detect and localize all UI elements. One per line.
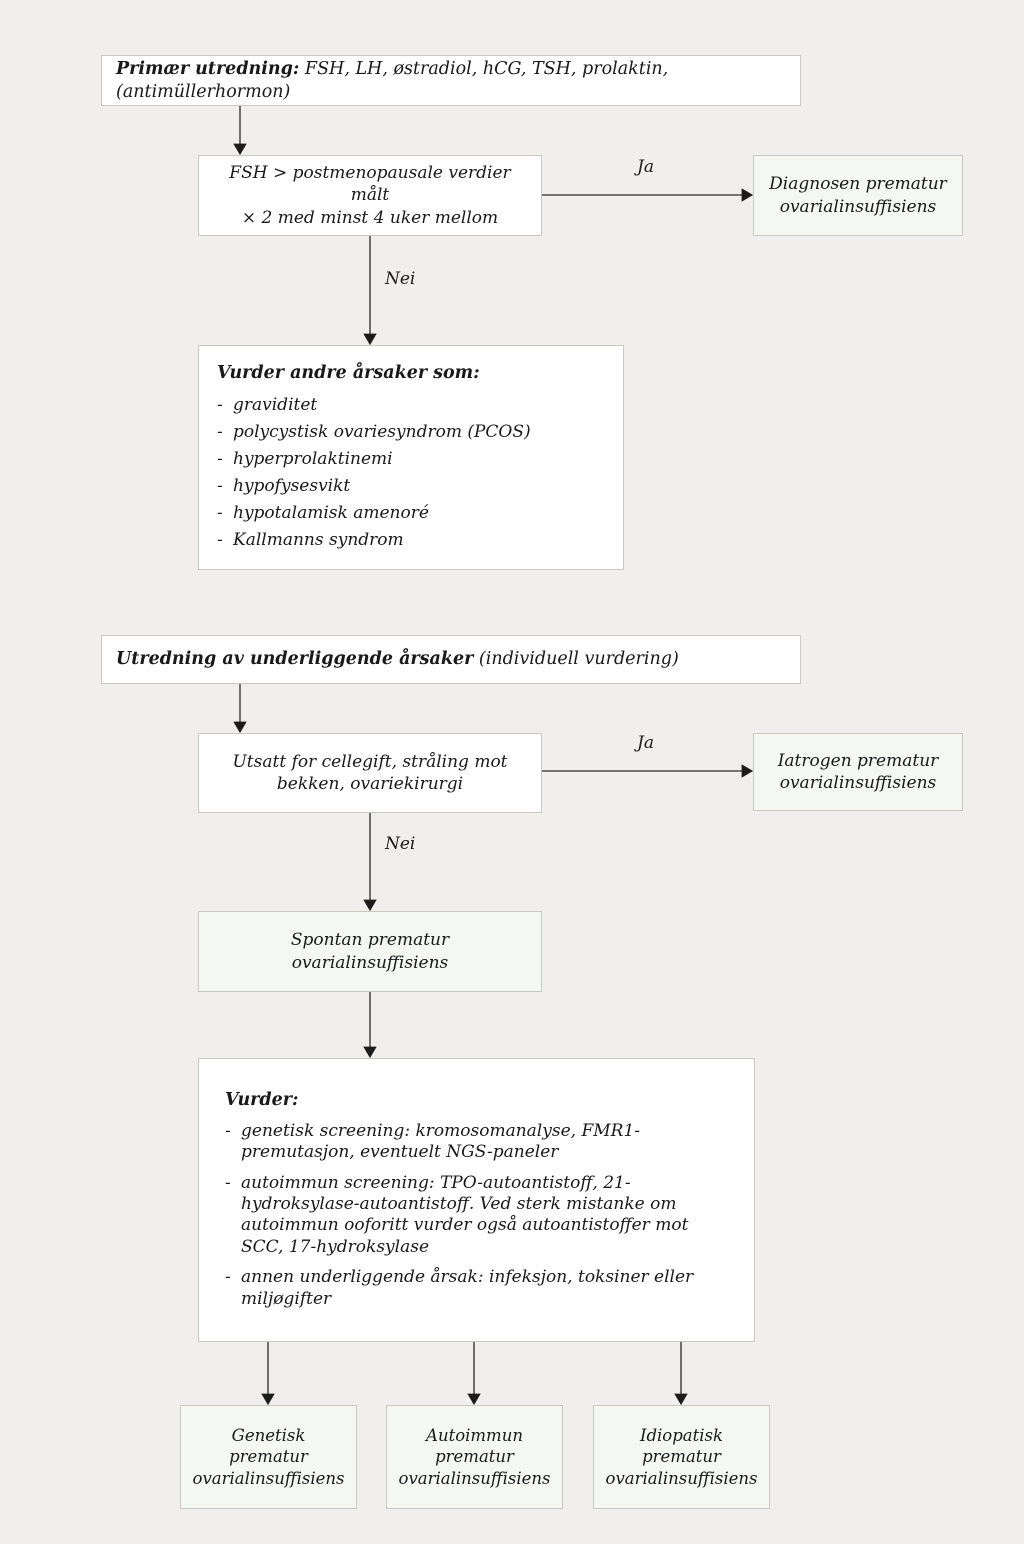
list-item: -hyperprolaktinemi: [217, 448, 605, 470]
outcome-genetic-line3: ovarialinsuffisiens: [192, 1468, 345, 1488]
list-item-label: autoimmun screening: TPO-autoantistoff, …: [241, 1172, 689, 1257]
bullet-dash: -: [225, 1172, 231, 1193]
section2-decision-line2: bekken, ovariekirurgi: [276, 774, 464, 794]
bullet-dash: -: [217, 394, 223, 415]
section1-header-text: Primær utredning: FSH, LH, østradiol, hC…: [116, 58, 786, 104]
list-item: -hypotalamisk amenoré: [217, 502, 605, 524]
section1-outcome-diagnosis-box: Diagnosen prematur ovarialinsuffisiens: [753, 155, 963, 236]
section1-no-label: Nei: [385, 269, 416, 289]
consider-list: -genetisk screening: kromosomanalyse, FM…: [225, 1121, 732, 1319]
section2-no-label: Nei: [385, 834, 416, 854]
bullet-dash: -: [217, 421, 223, 442]
section1-header-box: Primær utredning: FSH, LH, østradiol, hC…: [101, 55, 801, 106]
section2-consider-box: Vurder: -genetisk screening: kromosomana…: [198, 1058, 755, 1342]
section2-header-box: Utredning av underliggende årsaker (indi…: [101, 635, 801, 684]
other-causes-list: -graviditet -polycystisk ovariesyndrom (…: [217, 394, 605, 557]
section1-other-causes-box: Vurder andre årsaker som: -graviditet -p…: [198, 345, 624, 570]
outcome-idiopathic-box: Idiopatisk prematur ovarialinsuffisiens: [593, 1405, 770, 1509]
outcome-genetic-line2: prematur: [229, 1447, 308, 1467]
other-causes-title: Vurder andre årsaker som:: [217, 363, 480, 383]
list-item: -Kallmanns syndrom: [217, 529, 605, 551]
section2-header-rest: (individuell vurdering): [473, 649, 679, 670]
section1-decision-box: FSH > postmenopausale verdier målt × 2 m…: [198, 155, 542, 236]
section2-outcome-line1: Iatrogen prematur: [777, 750, 939, 771]
list-item-label: annen underliggende årsak: infeksjon, to…: [241, 1267, 694, 1309]
outcome-autoimmune-line1: Autoimmun: [426, 1425, 523, 1445]
consider-title: Vurder:: [225, 1090, 299, 1110]
spontaneous-label: Spontan prematur ovarialinsuffisiens: [290, 930, 450, 973]
outcome-idiopathic-line1: Idiopatisk: [639, 1425, 724, 1445]
section1-yes-label: Ja: [637, 157, 654, 177]
list-item: -genetisk screening: kromosomanalyse, FM…: [225, 1121, 732, 1164]
outcome-idiopathic-line2: prematur: [642, 1447, 721, 1467]
list-item-label: hypofysesvikt: [233, 476, 351, 497]
outcome-autoimmune-line2: prematur: [435, 1447, 514, 1467]
bullet-dash: -: [225, 1120, 231, 1141]
section2-header-bold: Utredning av underliggende årsaker: [116, 649, 474, 670]
section2-decision-box: Utsatt for cellegift, stråling mot bekke…: [198, 733, 542, 813]
list-item-label: hyperprolaktinemi: [233, 448, 393, 469]
outcome-idiopathic-line3: ovarialinsuffisiens: [605, 1468, 758, 1488]
outcome-genetic-box: Genetisk prematur ovarialinsuffisiens: [180, 1405, 357, 1509]
bullet-dash: -: [217, 503, 223, 524]
section2-yes-label: Ja: [637, 733, 654, 753]
list-item-label: genetisk screening: kromosomanalyse, FMR…: [241, 1120, 641, 1163]
outcome-genetic-line1: Genetisk: [231, 1425, 306, 1445]
list-item-label: graviditet: [233, 394, 318, 415]
section2-decision-line1: Utsatt for cellegift, stråling mot: [232, 751, 508, 772]
section2-header-text: Utredning av underliggende årsaker (indi…: [116, 648, 786, 671]
bullet-dash: -: [217, 530, 223, 551]
list-item-label: Kallmanns syndrom: [233, 530, 404, 551]
list-item: -autoimmun screening: TPO-autoantistoff,…: [225, 1173, 732, 1259]
bullet-dash: -: [217, 476, 223, 497]
list-item: -polycystisk ovariesyndrom (PCOS): [217, 421, 605, 443]
section2-outcome-iatrogenic-box: Iatrogen prematur ovarialinsuffisiens: [753, 733, 963, 811]
section1-decision-line1: FSH > postmenopausale verdier målt: [229, 163, 511, 206]
bullet-dash: -: [225, 1267, 231, 1288]
list-item: -annen underliggende årsak: infeksjon, t…: [225, 1267, 732, 1310]
list-item: -hypofysesvikt: [217, 475, 605, 497]
section1-header-bold: Primær utredning:: [116, 58, 300, 79]
section1-outcome-line2: ovarialinsuffisiens: [779, 196, 937, 217]
list-item-label: polycystisk ovariesyndrom (PCOS): [233, 421, 531, 442]
outcome-autoimmune-line3: ovarialinsuffisiens: [398, 1468, 551, 1488]
bullet-dash: -: [217, 448, 223, 469]
section1-decision-line2: × 2 med minst 4 uker mellom: [241, 207, 499, 228]
section2-spontaneous-box: Spontan prematur ovarialinsuffisiens: [198, 911, 542, 992]
section2-outcome-line2: ovarialinsuffisiens: [779, 773, 937, 793]
outcome-autoimmune-box: Autoimmun prematur ovarialinsuffisiens: [386, 1405, 563, 1509]
section1-outcome-line1: Diagnosen prematur: [769, 174, 947, 195]
section1-header-rest: FSH, LH, østradiol, hCG, TSH, prolaktin,…: [116, 58, 669, 102]
list-item: -graviditet: [217, 394, 605, 416]
list-item-label: hypotalamisk amenoré: [233, 503, 429, 524]
